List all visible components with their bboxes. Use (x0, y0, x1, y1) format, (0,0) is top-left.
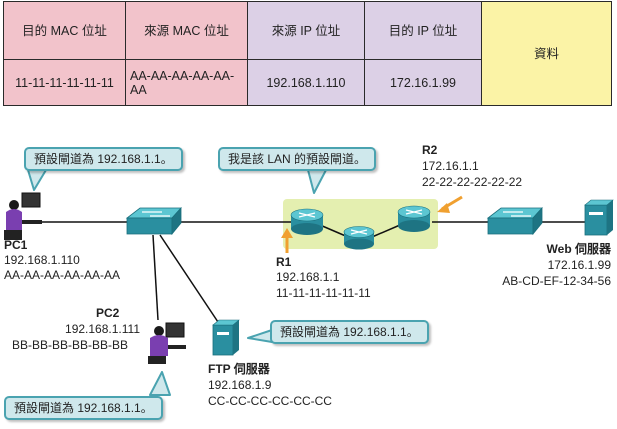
interface-arrows (281, 195, 463, 253)
callout-r1: 我是該 LAN 的預設閘道。 (218, 147, 377, 171)
router-middle-icon (343, 226, 375, 250)
pc2-mac: BB-BB-BB-BB-BB-BB (12, 338, 129, 352)
r2-mac: 22-22-22-22-22-22 (422, 175, 523, 189)
pc2-ip: 192.168.1.111 (65, 322, 140, 336)
pc1-mac: AA-AA-AA-AA-AA-AA (4, 268, 121, 282)
r1-name: R1 (276, 255, 292, 269)
router-r2-icon (397, 205, 431, 232)
web-ip: 172.16.1.99 (547, 258, 611, 272)
src-mac-value-line2: AA (130, 82, 147, 97)
dest-mac-value: 11-11-11-11-11-11 (3, 59, 126, 106)
switch-2-icon (486, 206, 543, 236)
cable-switch1-ftp (159, 234, 221, 326)
pc2-name: PC2 (96, 306, 120, 320)
dest-ip-header: 目的 IP 位址 (364, 1, 482, 60)
src-ip-value: 192.168.1.110 (247, 59, 365, 106)
src-mac-value-line1: AA-AA-AA-AA-AA- (130, 68, 235, 83)
web-mac: AB-CD-EF-12-34-56 (502, 274, 611, 288)
ftp-mac: CC-CC-CC-CC-CC-CC (208, 394, 332, 408)
callout-pc1-tail (27, 169, 47, 191)
cable-r1-mid (319, 224, 349, 238)
callout-pc2: 預設閘道為 192.168.1.1。 (4, 396, 163, 420)
web-server-icon (584, 199, 614, 236)
dest-mac-header: 目的 MAC 位址 (3, 1, 126, 60)
ftp-name: FTP 伺服器 (208, 362, 270, 376)
cable-mid-r2 (371, 224, 401, 238)
pc1-ip: 192.168.1.110 (4, 253, 80, 267)
pc2-icon (148, 322, 186, 364)
dest-ip-value: 172.16.1.99 (364, 59, 482, 106)
data-header: 資料 (481, 1, 612, 106)
router-r1-icon (290, 208, 324, 235)
web-name: Web 伺服器 (546, 242, 611, 256)
ftp-ip: 192.168.1.9 (208, 378, 272, 392)
callout-ftp-tail (247, 329, 273, 343)
cables (40, 221, 585, 326)
ftp-server-icon (212, 319, 240, 356)
r1-ip: 192.168.1.1 (276, 270, 340, 284)
src-mac-value: AA-AA-AA-AA-AA- AA (125, 59, 248, 106)
callout-ftp: 預設閘道為 192.168.1.1。 (270, 320, 429, 344)
callout-r1-tail (307, 169, 327, 194)
r1-mac: 11-11-11-11-11-11 (276, 286, 371, 300)
pc1-name: PC1 (4, 238, 28, 252)
callout-pc1: 預設閘道為 192.168.1.1。 (24, 147, 183, 171)
r2-ip: 172.16.1.1 (422, 159, 479, 173)
r2-name: R2 (422, 143, 438, 157)
callout-pc2-tail (149, 371, 171, 396)
cable-switch1-pc2 (152, 234, 159, 321)
frame-table: 目的 MAC 位址 來源 MAC 位址 來源 IP 位址 目的 IP 位址 資料… (3, 1, 612, 106)
pc1-icon (4, 192, 42, 240)
switch-1-icon (125, 206, 182, 236)
